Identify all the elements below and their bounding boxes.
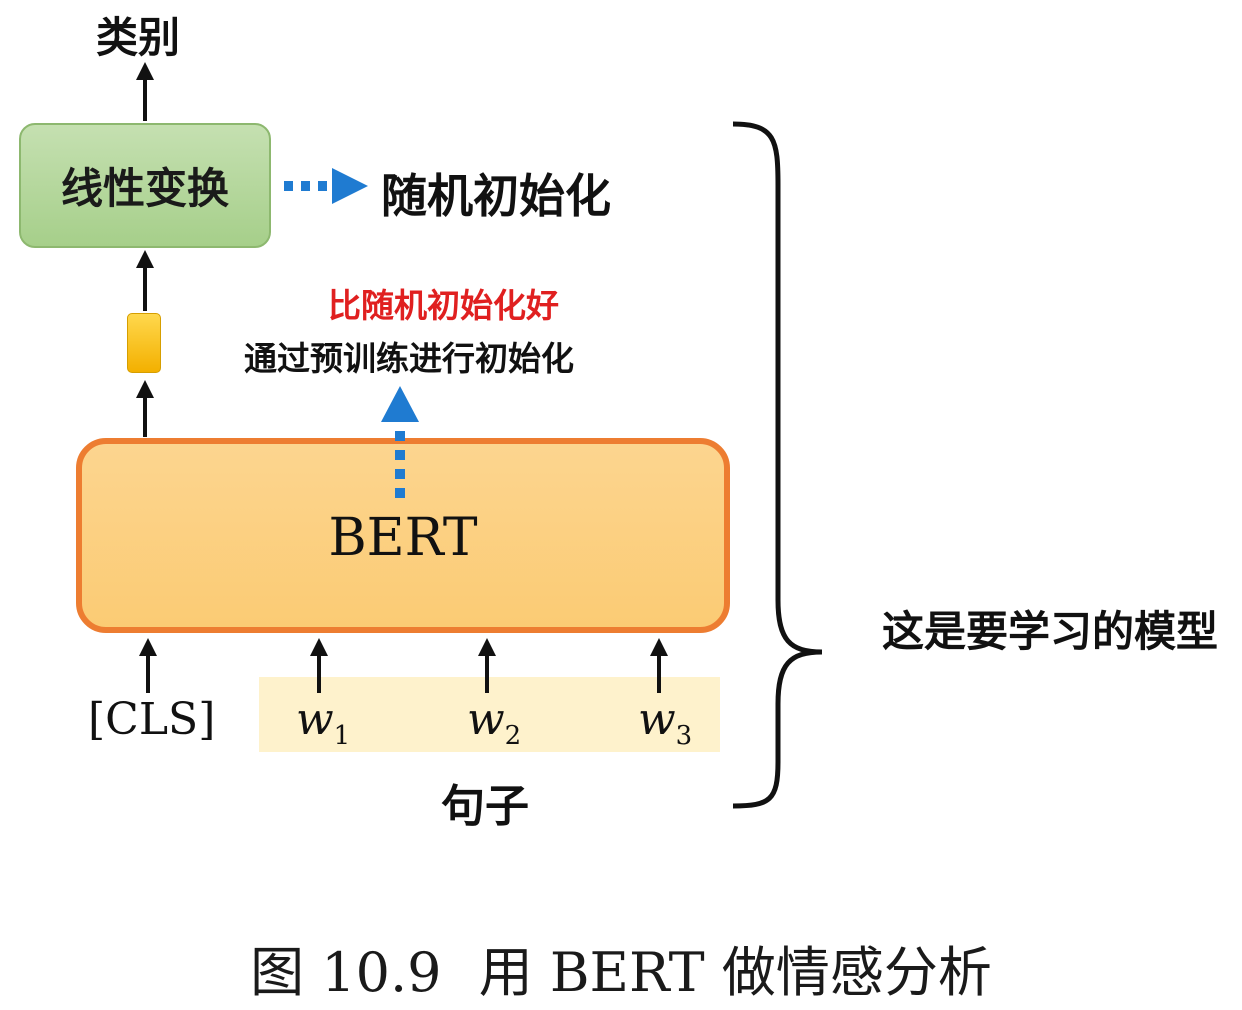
- token-w1: w1: [296, 694, 351, 751]
- sentence-background: [259, 677, 720, 752]
- random-init-label: 随机初始化: [381, 169, 611, 223]
- model-label: 这是要学习的模型: [882, 607, 1219, 656]
- dotted-arrow-pretrain: [381, 386, 419, 498]
- bert-label: BERT: [328, 508, 478, 568]
- arrow-w1-to-bert: [310, 638, 328, 693]
- token-w2: w2: [467, 694, 522, 751]
- better-than-random-label: 比随机初始化好: [328, 286, 559, 325]
- arrow-vector-to-linear: [136, 250, 154, 311]
- figure-caption: 图 10.9 用 BERT 做情感分析: [0, 928, 1242, 1007]
- figure-caption-text: 用 BERT 做情感分析: [478, 941, 992, 1004]
- linear-layer-label: 线性变换: [60, 164, 229, 213]
- arrow-cls-to-bert: [139, 638, 157, 693]
- linear-layer-box: 线性变换: [19, 123, 271, 248]
- sentence-label: 句子: [441, 781, 529, 832]
- output-class-label: 类别: [96, 13, 181, 62]
- arrow-linear-to-class: [136, 62, 154, 121]
- pretrain-init-label: 通过预训练进行初始化: [244, 339, 574, 378]
- arrow-w2-to-bert: [478, 638, 496, 693]
- cls-vector: [127, 313, 161, 373]
- arrow-w3-to-bert: [650, 638, 668, 693]
- model-brace: [732, 121, 823, 809]
- cls-token: [CLS]: [88, 694, 216, 745]
- token-w3: w3: [638, 694, 693, 751]
- dotted-arrow-random-init: [284, 168, 368, 204]
- figure-number: 图 10.9: [250, 941, 442, 1004]
- arrow-bert-to-vector: [136, 380, 154, 437]
